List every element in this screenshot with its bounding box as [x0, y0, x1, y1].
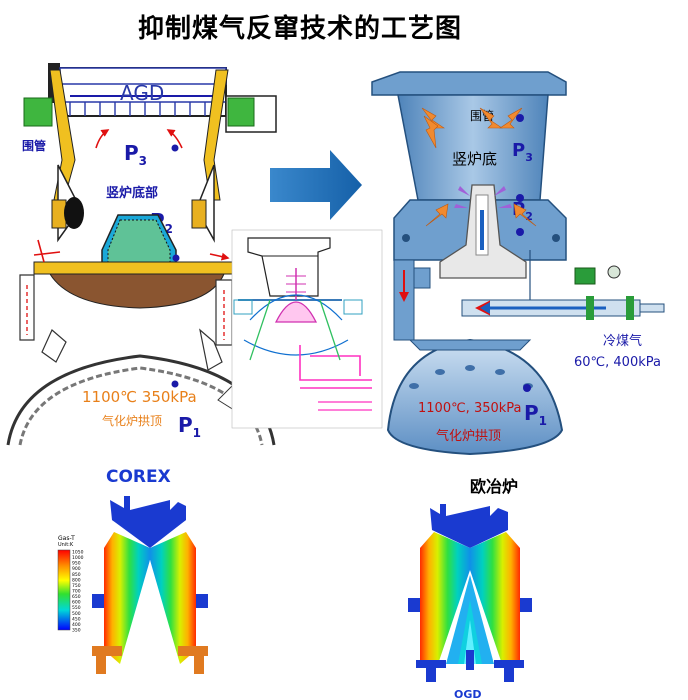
corex-legend-tick: 500	[72, 611, 81, 617]
corex-heat-left	[104, 532, 150, 664]
corex-legend-tick: 1050	[72, 550, 84, 556]
corex-legend-tick: 900	[72, 566, 81, 572]
ouye-heat-right	[470, 532, 520, 664]
left-black-block	[64, 197, 84, 229]
page-title: 抑制煤气反窜技术的工艺图	[137, 14, 462, 44]
left-shaft-bottom-label: 竖炉底部	[106, 185, 158, 201]
corex-legend-tick: 600	[72, 600, 81, 606]
corex-legend-tick: 550	[72, 605, 81, 611]
corex-legend-ticks: 1050100095090085080075070065060055050045…	[72, 550, 84, 634]
corex-legend-tick: 800	[72, 577, 81, 583]
left-green-port	[23, 97, 53, 127]
right-dome	[386, 338, 564, 456]
corex-label: COREX	[106, 467, 171, 487]
corex-legend-tick: 950	[72, 561, 81, 567]
left-dome-label: 气化炉拱顶	[102, 413, 162, 428]
ouye-simulation: 欧冶炉 OGD	[408, 477, 532, 700]
right-p1-label: P1	[524, 401, 547, 428]
right-green-port	[227, 97, 255, 127]
corex-legend-tick: 1000	[72, 555, 84, 561]
left-p3-label: P3	[124, 141, 147, 168]
corex-legend-tick: 350	[72, 628, 81, 634]
corex-simulation: COREX Gas-T Unit:K 105010009509008508007…	[57, 467, 208, 674]
agd-grid	[60, 95, 226, 116]
transition-arrow	[270, 150, 362, 220]
corex-legend-unit: Unit:K	[58, 542, 74, 548]
right-conditions: 1100℃, 350kPa	[418, 401, 522, 416]
corex-legend-bar	[57, 549, 71, 631]
corex-legend-tick: 850	[72, 572, 81, 578]
left-bowl	[49, 273, 225, 309]
corex-legend-tick: 700	[72, 589, 81, 595]
middle-schematic	[231, 229, 383, 429]
corex-legend-tick: 650	[72, 594, 81, 600]
left-conditions: 1100℃ 350kPa	[82, 388, 197, 406]
corex-legend-tick: 400	[72, 622, 81, 628]
left-ring-pipe-label: 围管	[22, 138, 46, 153]
right-furnace-diagram: 围管 P3 竖炉底 P2	[371, 71, 665, 456]
cold-gas-label: 冷煤气	[603, 333, 642, 349]
corex-legend-tick: 750	[72, 583, 81, 589]
right-p3-label: P3	[512, 140, 533, 164]
right-shaft-bottom-label: 竖炉底	[452, 150, 497, 168]
right-ring-pipe-label: 围管	[470, 108, 494, 123]
ouye-bottom-text: OGD	[454, 688, 482, 700]
left-p1-label: P1	[178, 413, 201, 440]
cold-gas-conditions: 60℃, 400kPa	[574, 355, 661, 370]
corex-legend-title: Gas-T	[58, 535, 75, 542]
ouye-label: 欧冶炉	[470, 477, 518, 496]
corex-heat-right	[150, 532, 196, 664]
ouye-top-hopper	[430, 504, 508, 548]
right-dome-label: 气化炉拱顶	[436, 428, 501, 444]
agd-label: AGD	[120, 81, 164, 105]
left-furnace-diagram: AGD 围管 P3 竖炉底部 P2	[6, 63, 277, 446]
corex-legend-tick: 450	[72, 616, 81, 622]
ouye-heat-left	[420, 532, 470, 664]
